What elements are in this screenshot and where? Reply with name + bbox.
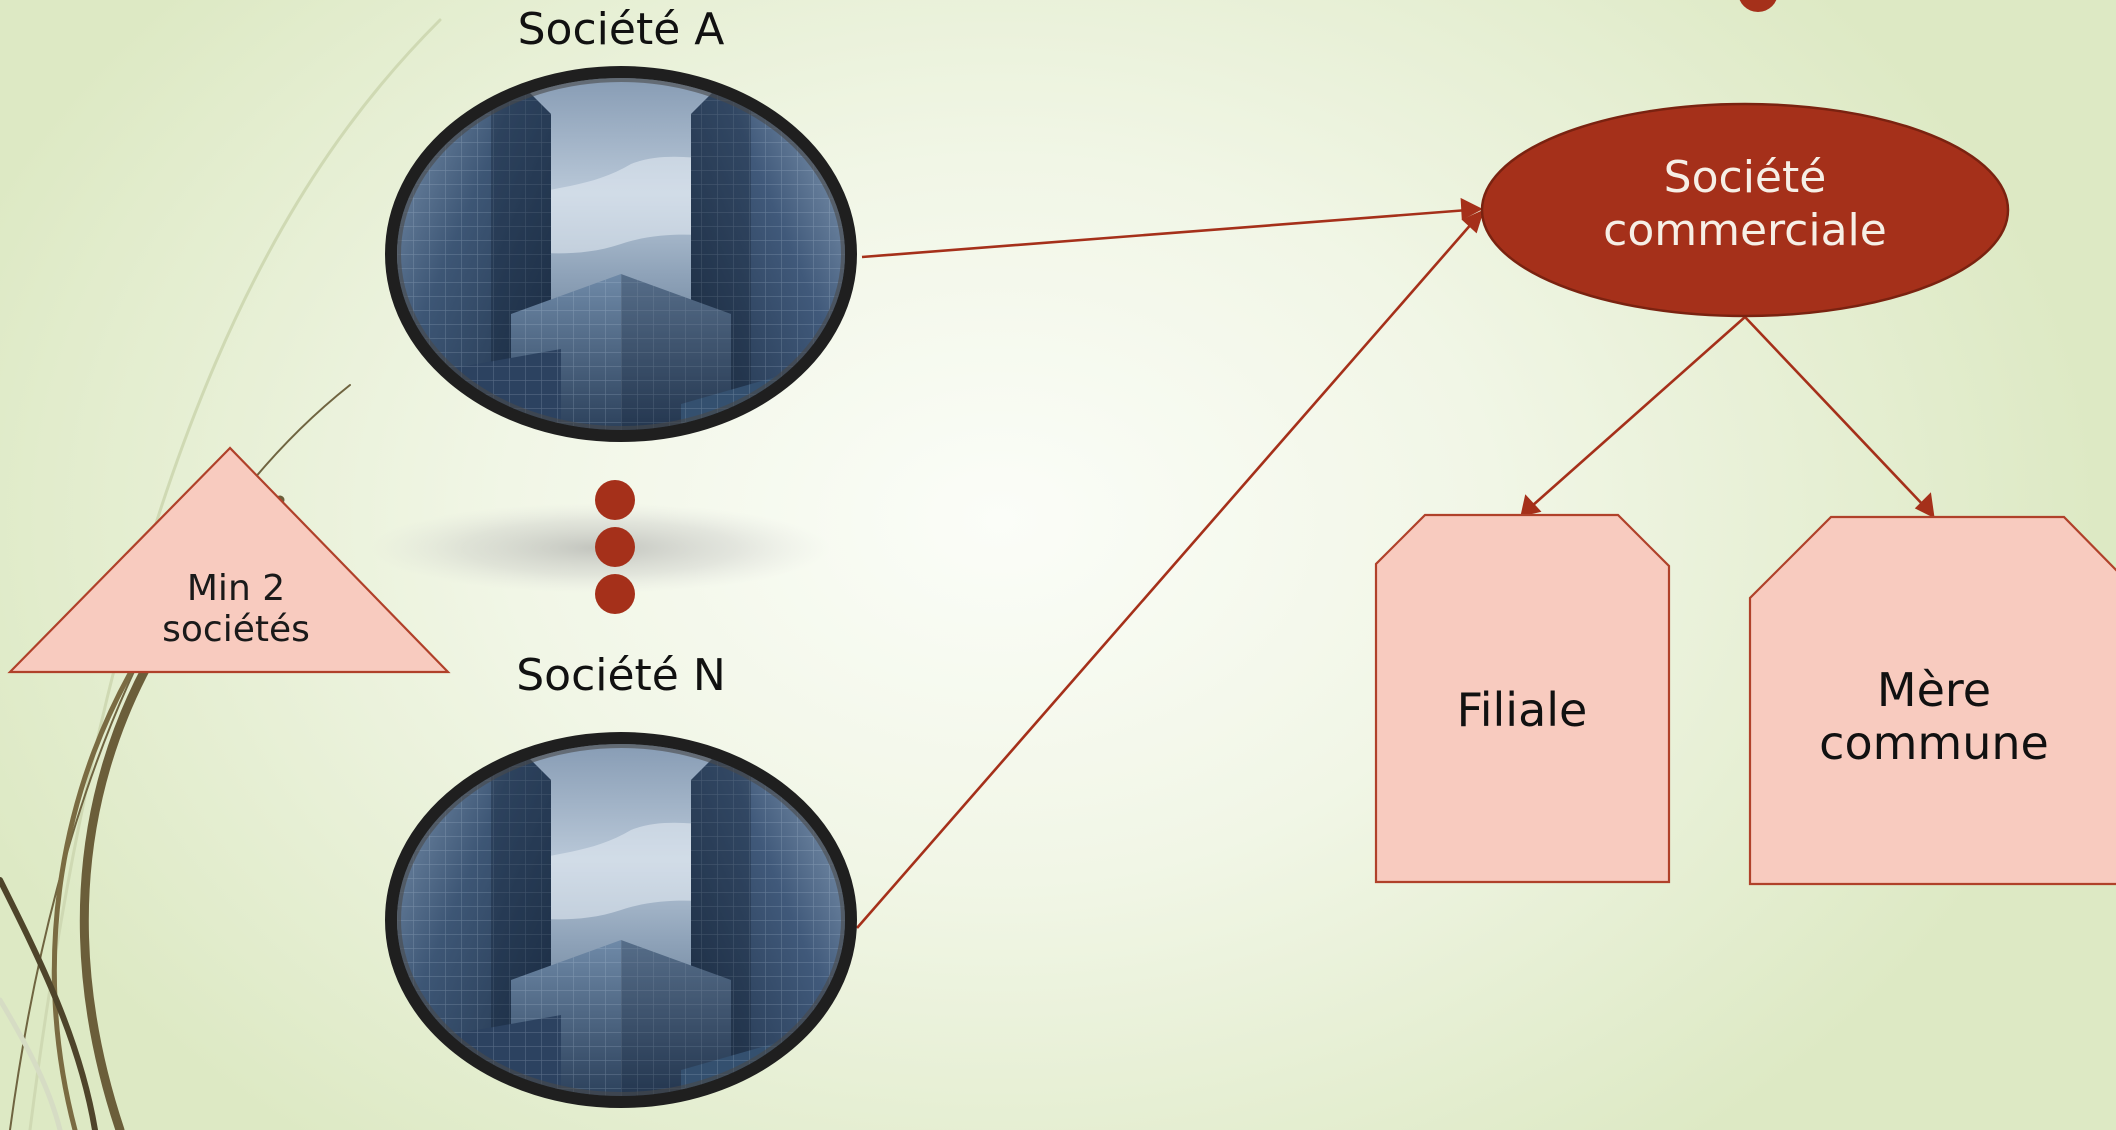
center-node-ellipse [1480, 102, 2010, 318]
company-a-photo [385, 66, 857, 442]
mere-commune-box [1748, 515, 2116, 886]
triangle-label: Min 2 sociétés [106, 568, 366, 651]
stem-thick-2 [51, 637, 153, 1130]
mere-commune-label: Mère commune [1784, 663, 2084, 771]
arrowhead-A [1460, 197, 1483, 221]
ellipsis-dots [595, 480, 635, 614]
arrowhead-mere [1914, 492, 1935, 519]
center-node-line2: commerciale [1603, 204, 1887, 256]
arrowhead-filiale [1520, 494, 1542, 517]
triangle-label-line2: sociétés [162, 609, 310, 651]
ellipsis-dot [595, 527, 635, 567]
connector-center-to-filiale [1531, 316, 1746, 507]
company-n-photo [385, 732, 857, 1108]
connector-N-to-center [856, 221, 1474, 929]
connector-center-to-mere [1744, 316, 1926, 508]
center-node-label: Société commerciale [1505, 152, 1985, 258]
stem-thin-1 [28, 18, 442, 1130]
company-a-label: Société A [517, 4, 725, 55]
arrowhead-N [1461, 209, 1485, 234]
ellipsis-dot [595, 574, 635, 614]
ellipsis-dot [595, 480, 635, 520]
connector-A-to-center [861, 208, 1469, 259]
decorative-circle [1739, 0, 1777, 12]
connectors [856, 197, 1935, 929]
mere-commune-line2: commune [1819, 716, 2049, 771]
stem-thick-3 [0, 877, 98, 1130]
filiale-label: Filiale [1456, 683, 1588, 737]
center-node-line1: Société [1663, 152, 1827, 203]
min-companies-triangle [7, 446, 451, 674]
stem-light [0, 997, 63, 1130]
triangle-label-line1: Min 2 [186, 568, 286, 609]
mere-commune-line1: Mère [1876, 663, 1992, 717]
company-n-label: Société N [516, 650, 726, 701]
filiale-box [1374, 513, 1671, 884]
